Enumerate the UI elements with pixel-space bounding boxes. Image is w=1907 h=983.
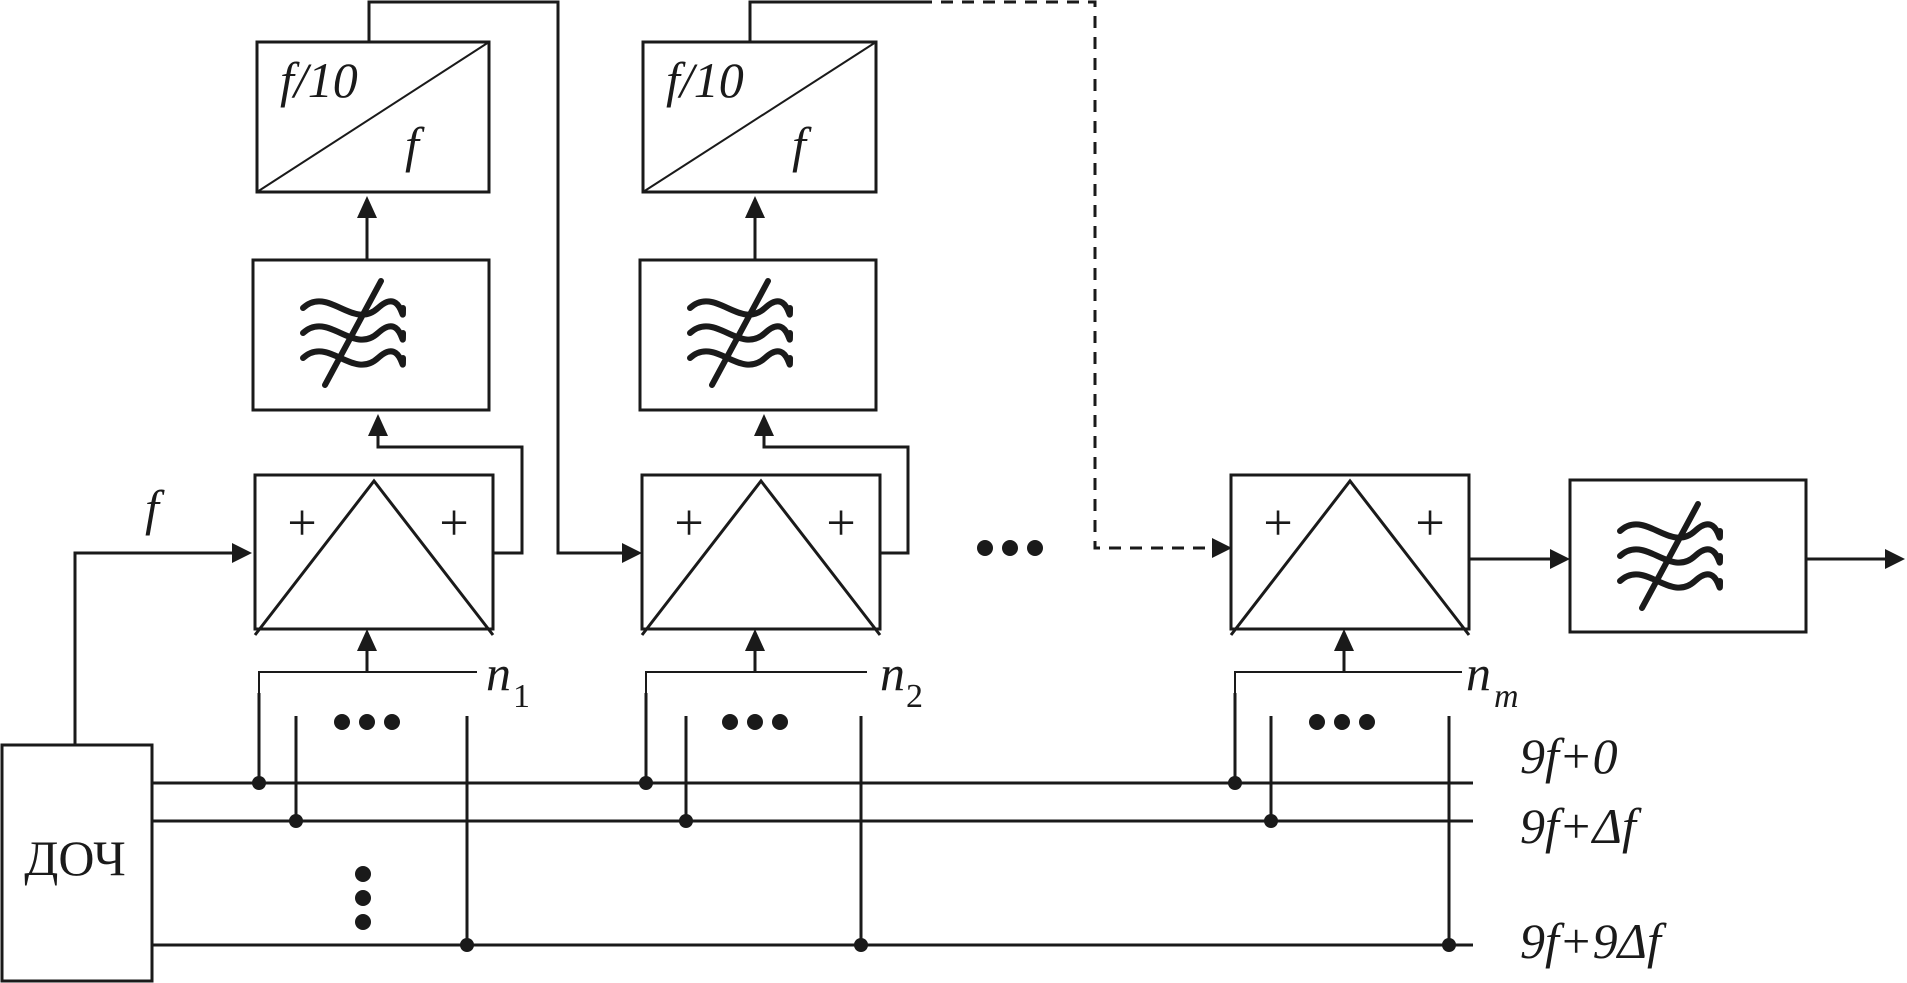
- selector-sub-m: m: [1494, 678, 1519, 715]
- frequency-bus: 9f+0 9f+Δf 9f+9Δf: [152, 728, 1667, 969]
- stage-1: f/10 f + + n 1: [251, 0, 642, 952]
- bus-label-0: 9f+0: [1520, 728, 1618, 784]
- mixer-sign-right: +: [826, 495, 855, 552]
- bus-label-1: 9f+Δf: [1520, 798, 1642, 854]
- divider-top-label: f/10: [280, 52, 358, 108]
- mixer-sign-right: +: [1415, 495, 1444, 552]
- selector-sub-1: 1: [513, 678, 530, 715]
- selector-name-2: n: [880, 645, 905, 701]
- filter-block-1: [251, 258, 491, 412]
- stage-2: f/10 f + + n 2: [638, 0, 1232, 952]
- mixer-sign-left: +: [674, 495, 703, 552]
- stage-m: + + n m: [1228, 473, 1905, 952]
- input-path: f: [73, 480, 252, 745]
- mixer-sign-right: +: [439, 495, 468, 552]
- selector-name-1: n: [486, 645, 511, 701]
- source-label: ДОЧ: [24, 830, 125, 886]
- output-filter-block: [1568, 478, 1808, 634]
- divider-block-2: f/10 f: [641, 40, 878, 194]
- mixer-block-m: + +: [1229, 473, 1471, 636]
- mixer-block-1: + +: [253, 473, 495, 636]
- mixer-sign-left: +: [287, 495, 316, 552]
- mixer-sign-left: +: [1263, 495, 1292, 552]
- bus-label-2: 9f+9Δf: [1520, 913, 1667, 969]
- mixer-block-2: + +: [640, 473, 882, 636]
- divider-block-1: f/10 f: [255, 40, 491, 194]
- filter-block-2: [638, 258, 878, 412]
- selector-name-m: n: [1466, 645, 1491, 701]
- source-block: ДОЧ: [0, 743, 154, 983]
- divider-top-label: f/10: [666, 52, 744, 108]
- selector-sub-2: 2: [906, 678, 923, 715]
- stage-ellipsis: [977, 540, 1043, 556]
- input-freq-label: f: [145, 480, 165, 536]
